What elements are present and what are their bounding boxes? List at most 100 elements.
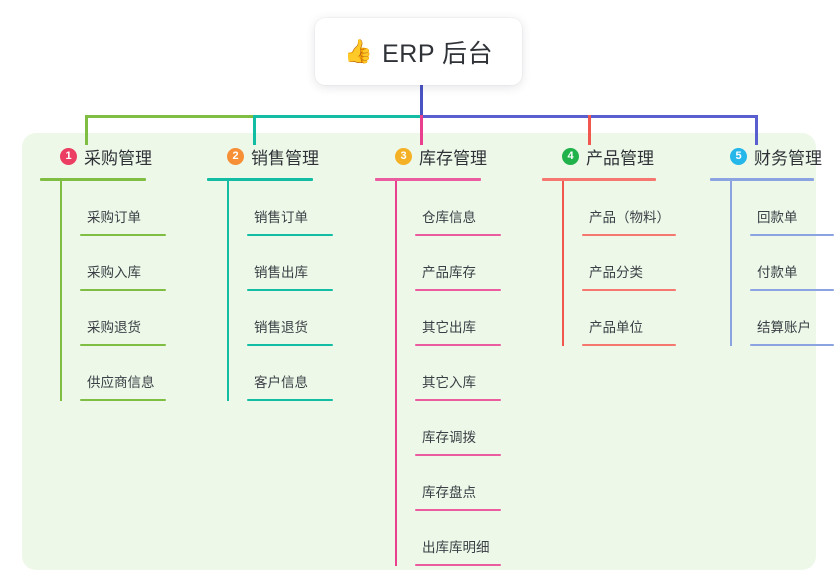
branch-column-5: 5 财务管理回款单付款单结算账户 [710, 143, 834, 346]
branch-header-4[interactable]: 4 产品管理 [542, 143, 656, 169]
leaf-node[interactable]: 客户信息 [247, 346, 333, 401]
branch-header-3[interactable]: 3 库存管理 [375, 143, 487, 169]
leaf-node[interactable]: 产品单位 [582, 291, 676, 346]
leaf-node[interactable]: 产品（物料） [582, 181, 676, 236]
leaf-label: 结算账户 [757, 320, 811, 335]
branch-label-3: 库存管理 [419, 148, 487, 168]
leaf-label: 仓库信息 [422, 210, 476, 225]
branch-drop-5 [755, 115, 758, 145]
branch-label-4: 产品管理 [586, 148, 654, 168]
branch-drop-1 [85, 115, 88, 145]
leaf-label: 客户信息 [254, 375, 308, 390]
bus-segment-1 [85, 115, 254, 118]
leaf-underline [415, 454, 501, 456]
branch-underline-1 [40, 178, 146, 181]
leaf-label: 采购订单 [87, 210, 141, 225]
branch-spine-4 [562, 181, 564, 346]
leaf-node[interactable]: 其它入库 [415, 346, 501, 401]
branch-label-5: 财务管理 [754, 148, 822, 168]
leaf-underline [247, 399, 333, 401]
leaf-underline [80, 399, 166, 401]
branch-items-1: 采购订单采购入库采购退货供应商信息 [60, 181, 166, 401]
leaf-label: 销售出库 [254, 265, 308, 280]
bus-segment-2 [253, 115, 421, 118]
leaf-node[interactable]: 其它出库 [415, 291, 501, 346]
leaf-underline [582, 234, 676, 236]
branch-badge-5: 5 [730, 147, 747, 165]
leaf-label: 销售订单 [254, 210, 308, 225]
branch-header-1[interactable]: 1 采购管理 [40, 143, 152, 169]
leaf-node[interactable]: 销售退货 [247, 291, 333, 346]
branch-underline-3 [375, 178, 481, 181]
leaf-node[interactable]: 库存调拨 [415, 401, 501, 456]
leaf-node[interactable]: 结算账户 [750, 291, 834, 346]
leaf-underline [415, 564, 501, 566]
branch-spine-5 [730, 181, 732, 346]
leaf-underline [80, 234, 166, 236]
leaf-node[interactable]: 销售出库 [247, 236, 333, 291]
leaf-underline [415, 234, 501, 236]
leaf-node[interactable]: 采购订单 [80, 181, 166, 236]
root-node-card[interactable]: 👍 ERP 后台 [315, 18, 522, 85]
leaf-node[interactable]: 采购退货 [80, 291, 166, 346]
root-node-label: ERP 后台 [382, 39, 494, 68]
branch-spine-3 [395, 181, 397, 566]
branch-underline-2 [207, 178, 313, 181]
leaf-label: 回款单 [757, 210, 798, 225]
branch-badge-3: 3 [395, 147, 412, 165]
branch-header-5[interactable]: 5 财务管理 [710, 143, 822, 169]
branch-drop-3 [420, 115, 423, 145]
branch-column-4: 4 产品管理产品（物料） 产品分类产品单位 [542, 143, 676, 346]
leaf-node[interactable]: 采购入库 [80, 236, 166, 291]
branch-items-4: 产品（物料） 产品分类产品单位 [562, 181, 676, 346]
branch-column-1: 1 采购管理采购订单采购入库采购退货供应商信息 [40, 143, 166, 401]
root-stem-line [420, 85, 423, 117]
leaf-node[interactable]: 产品分类 [582, 236, 676, 291]
leaf-node[interactable]: 销售订单 [247, 181, 333, 236]
leaf-underline [582, 344, 676, 346]
leaf-node[interactable]: 付款单 [750, 236, 834, 291]
branch-spine-1 [60, 181, 62, 401]
leaf-label: 库存盘点 [422, 485, 476, 500]
leaf-node[interactable]: 供应商信息 [80, 346, 166, 401]
leaf-label: 出库库明细 [422, 540, 490, 555]
branch-items-3: 仓库信息产品库存其它出库其它入库库存调拨库存盘点出库库明细 [395, 181, 501, 566]
leaf-label: 其它入库 [422, 375, 476, 390]
leaf-node[interactable]: 库存盘点 [415, 456, 501, 511]
leaf-underline [750, 234, 834, 236]
leaf-underline [415, 509, 501, 511]
branch-label-2: 销售管理 [251, 148, 319, 168]
branch-badge-4: 4 [562, 147, 579, 165]
leaf-node[interactable]: 回款单 [750, 181, 834, 236]
leaf-label: 采购退货 [87, 320, 141, 335]
branch-items-2: 销售订单销售出库销售退货客户信息 [227, 181, 333, 401]
leaf-node[interactable]: 仓库信息 [415, 181, 501, 236]
leaf-label: 产品分类 [589, 265, 643, 280]
leaf-underline [415, 399, 501, 401]
leaf-underline [80, 344, 166, 346]
leaf-node[interactable]: 出库库明细 [415, 511, 501, 566]
leaf-label: 其它出库 [422, 320, 476, 335]
leaf-underline [247, 234, 333, 236]
diagram-panel [22, 133, 816, 570]
leaf-underline [80, 289, 166, 291]
leaf-label: 产品（物料） [589, 210, 670, 225]
branch-column-3: 3 库存管理仓库信息产品库存其它出库其它入库库存调拨库存盘点出库库明细 [375, 143, 501, 566]
branch-underline-5 [710, 178, 814, 181]
leaf-label: 产品库存 [422, 265, 476, 280]
leaf-label: 库存调拨 [422, 430, 476, 445]
leaf-label: 付款单 [757, 265, 798, 280]
leaf-label: 供应商信息 [87, 375, 155, 390]
branch-label-1: 采购管理 [84, 148, 152, 168]
branch-items-5: 回款单付款单结算账户 [730, 181, 834, 346]
leaf-underline [247, 289, 333, 291]
leaf-underline [415, 344, 501, 346]
leaf-underline [247, 344, 333, 346]
leaf-underline [750, 289, 834, 291]
branch-badge-1: 1 [60, 147, 77, 165]
leaf-node[interactable]: 产品库存 [415, 236, 501, 291]
leaf-underline [750, 344, 834, 346]
